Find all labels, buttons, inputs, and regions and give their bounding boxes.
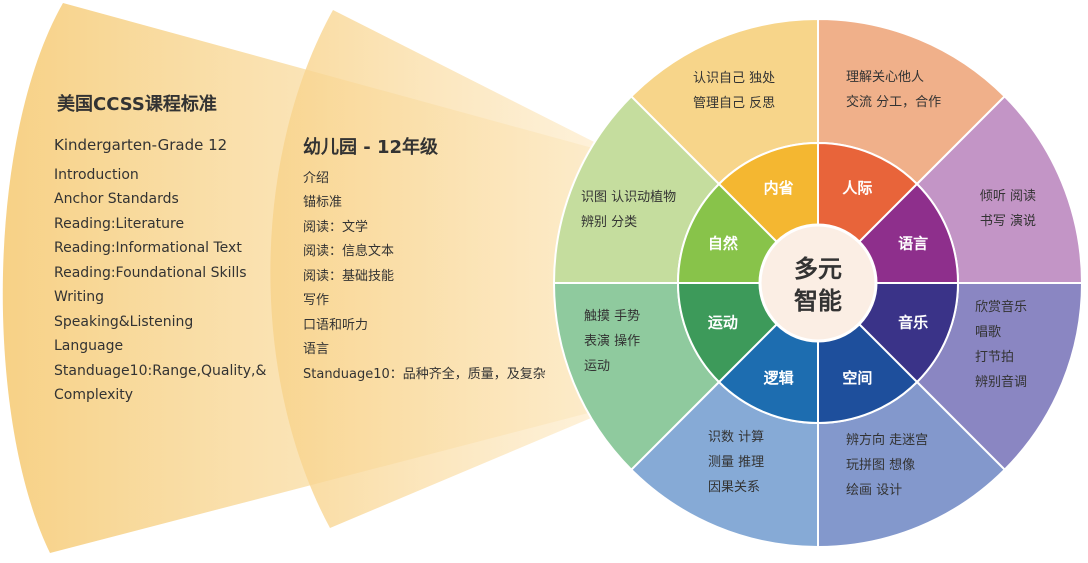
intelligence-detail: 触摸 手势 [584,308,640,324]
intelligence-label: 人际 [842,179,872,197]
k12-item: 语言 [303,342,330,357]
ccss-subtitle: Kindergarten-Grade 12 [54,136,228,154]
center-label: 智能 [794,287,842,315]
intelligence-detail: 书写 演说 [980,213,1036,229]
ccss-item: Introduction [54,167,139,183]
intelligence-label: 运动 [708,313,738,331]
ccss-item: Anchor Standards [54,191,179,207]
intelligence-detail: 打节拍 [975,350,1014,365]
k12-item: Standuage10：品种齐全，质量，及复杂 [303,367,546,382]
intelligence-detail: 倾听 阅读 [980,189,1036,204]
k12-item: 锚标准 [303,195,343,210]
intelligence-detail: 欣赏音乐 [975,299,1027,315]
intelligence-detail: 测量 推理 [708,455,764,470]
k12-item: 介绍 [303,171,330,186]
intelligence-label: 语言 [898,235,928,253]
intelligence-label: 音乐 [898,313,928,331]
intelligence-detail: 交流 分工，合作 [846,94,941,110]
intelligence-label: 内省 [764,179,794,197]
center-label: 多元 [794,255,842,283]
intelligence-detail: 因果关系 [708,480,760,495]
ccss-item: Speaking&Listening [54,314,194,330]
k12-title: 幼儿园 - 12年级 [303,137,439,158]
ccss-item: Reading:Informational Text [54,240,242,256]
intelligence-detail: 识数 计算 [708,430,764,445]
intelligence-detail: 表演 操作 [584,333,640,349]
k12-item: 写作 [303,293,330,308]
k12-item: 阅读：基础技能 [303,269,395,284]
intelligence-detail: 辨方向 走迷宫 [846,432,928,448]
intelligence-label: 逻辑 [764,369,794,387]
k12-item: 阅读：文学 [303,220,369,235]
intelligence-detail: 绘画 设计 [846,483,902,498]
intelligence-detail: 辨别音调 [975,374,1027,390]
k12-item: 阅读：信息文本 [303,244,395,259]
ccss-item: Complexity [54,387,134,403]
intelligence-detail: 唱歌 [975,325,1001,340]
wheel-center [758,223,878,343]
k12-fan [270,10,610,528]
ccss-item: Reading:Foundational Skills [54,265,247,281]
ccss-item: Standuage10:Range,Quality,& [54,363,267,379]
intelligence-detail: 识图 认识动植物 [581,190,676,205]
ccss-item: Reading:Literature [54,216,185,232]
ccss-title: 美国CCSS课程标准 [57,94,217,115]
ccss-item: Language [54,338,124,354]
intelligence-detail: 认识自己 独处 [693,71,775,86]
intelligence-detail: 管理自己 反思 [693,96,775,111]
ccss-item: Writing [54,289,104,305]
intelligence-detail: 辨别 分类 [581,215,637,230]
intelligence-label: 自然 [708,235,738,253]
intelligence-detail: 理解关心他人 [846,70,924,85]
k12-item: 口语和听力 [303,318,369,333]
intelligence-detail: 运动 [584,359,610,374]
intelligence-detail: 玩拼图 想像 [846,457,915,473]
intelligence-label: 空间 [842,369,872,387]
